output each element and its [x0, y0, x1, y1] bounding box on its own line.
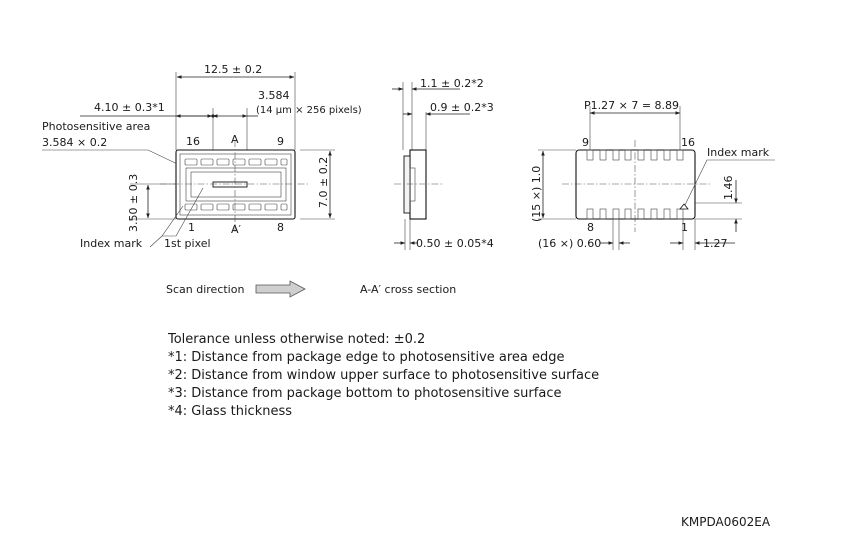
top-pin-1-label: 1	[188, 221, 195, 234]
index-mark-label-top: Index mark	[80, 237, 143, 250]
cross-section-caption: A-A′ cross section	[360, 283, 456, 296]
index-mark-notch	[679, 203, 689, 210]
sensor-chip	[185, 167, 287, 202]
section-a-label: A	[231, 133, 239, 146]
pitch-dimension: P1.27 × 7 = 8.89	[584, 99, 679, 112]
active-length-note: (14 μm × 256 pixels)	[256, 105, 362, 116]
top-pin-16-label: 16	[186, 135, 200, 148]
top-view: 12.5 ± 0.2 3.584 (14 μm × 256 pixels) 4.…	[42, 63, 362, 250]
height-dimension: 7.0 ± 0.2	[317, 157, 330, 208]
bottom-pin-16-label: 16	[681, 136, 695, 149]
photosensitive-area-size: 3.584 × 0.2	[42, 136, 107, 149]
scan-direction-label: Scan direction	[166, 283, 244, 296]
index-mark-label-bottom: Index mark	[707, 146, 770, 159]
note-1: *1: Distance from package edge to photos…	[168, 350, 565, 365]
note-tolerance: Tolerance unless otherwise noted: ±0.2	[168, 332, 426, 347]
bottom-pins-top-row	[586, 149, 684, 161]
glass-dimension: 0.50 ± 0.05*4	[416, 237, 494, 250]
top-pin-9-label: 9	[277, 135, 284, 148]
drawing-code: KMPDA0602EA	[681, 515, 771, 529]
pin-offset-dimension: 1.46	[722, 176, 735, 201]
offset-dimension: 3.50 ± 0.3	[127, 174, 140, 232]
pin-width-dimension: (15 ×) 1.0	[530, 166, 543, 222]
cross-section-body	[409, 149, 427, 220]
active-length-dimension: 3.584	[258, 89, 290, 102]
edge-distance-dimension: 4.10 ± 0.3*1	[94, 101, 165, 114]
bottom-view: P1.27 × 7 = 8.89 9 16 8 1	[530, 99, 775, 250]
lower-pads	[184, 203, 288, 211]
section-a-prime-label: A′	[231, 223, 242, 236]
bottom-dimension: 0.9 ± 0.2*3	[430, 101, 494, 114]
width-dimension: 12.5 ± 0.2	[204, 63, 262, 76]
photosensitive-area-label: Photosensitive area	[42, 120, 150, 133]
bottom-pin-8-label: 8	[587, 221, 594, 234]
note-2: *2: Distance from window upper surface t…	[168, 368, 600, 383]
scan-arrow-icon	[255, 280, 306, 298]
glass-window	[403, 155, 411, 214]
bottom-pin-1-label: 1	[681, 221, 688, 234]
pin-length-dimension: (16 ×) 0.60	[538, 237, 601, 250]
note-3: *3: Distance from package bottom to phot…	[168, 386, 562, 401]
photosensitive-area	[212, 181, 248, 188]
package-body-bottom	[575, 149, 696, 220]
top-pin-8-label: 8	[277, 221, 284, 234]
upper-pads	[184, 158, 288, 166]
window-dimension: 1.1 ± 0.2*2	[420, 77, 484, 90]
cross-section-view: 1.1 ± 0.2*2 0.9 ± 0.2*3 0.50 ± 0.05*4 A-…	[360, 77, 494, 296]
first-pixel-label: 1st pixel	[164, 237, 211, 250]
edge-dimension: 1.27	[703, 237, 728, 250]
bottom-pins-bottom-row	[586, 208, 684, 220]
note-4: *4: Glass thickness	[168, 404, 293, 419]
bottom-pin-9-label: 9	[582, 136, 589, 149]
scan-direction-indicator: Scan direction	[166, 280, 306, 298]
